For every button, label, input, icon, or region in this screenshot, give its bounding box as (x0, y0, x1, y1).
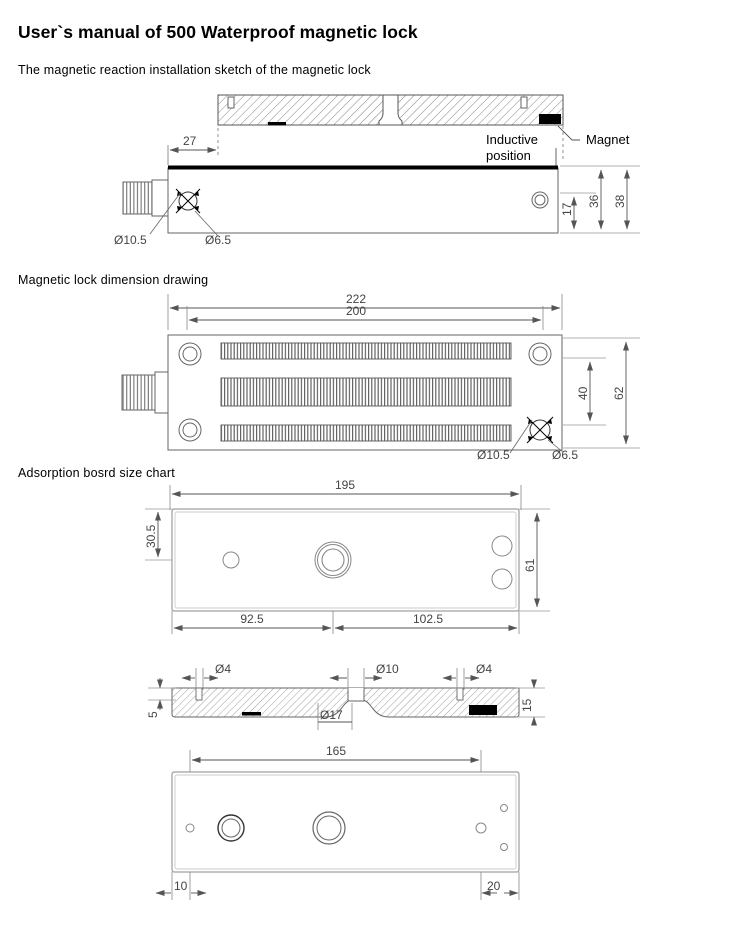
figure-lock-dimension: 222 200 (121, 292, 640, 462)
dim-20: 20 (487, 879, 501, 893)
dim-15-group (516, 679, 545, 726)
dim-27: 27 (183, 134, 197, 148)
section-body (171, 687, 520, 718)
dim-30-5: 30.5 (144, 524, 158, 548)
dim-phi10: Ø10 (376, 662, 399, 676)
hole-callout-leaders (149, 191, 219, 237)
dim-36: 36 (587, 194, 601, 208)
bottom-plate-outline (171, 771, 520, 873)
dim-92-5: 92.5 (240, 612, 264, 626)
dim-5-group (148, 678, 176, 710)
figure-adsorption-bottom-view: 165 (155, 744, 520, 900)
dim-40: 40 (576, 386, 590, 400)
dim-30-5-group (145, 508, 172, 561)
dim-102-5: 102.5 (413, 612, 443, 626)
dim-20-group (480, 872, 520, 900)
magnet-label: Magnet (586, 132, 630, 147)
figure-adsorption-section-view: Ø4 Ø10 Ø4 Ø17 (146, 662, 545, 730)
magnet-block (539, 114, 561, 124)
section-caption-adsorption-board: Adsorption bosrd size chart (18, 466, 175, 480)
hole-callout-leaders (509, 419, 564, 454)
dim-200: 200 (346, 304, 366, 318)
mounting-hole-crossed (175, 188, 201, 214)
dim-hole-small-fig2: Ø6.5 (552, 448, 578, 462)
dim-222-group (167, 294, 563, 330)
inductive-position-label-line1: Inductive (486, 132, 538, 147)
magnet-block (469, 705, 497, 715)
dim-92-5-102-5-group (171, 611, 520, 634)
dim-phi4-left-group (181, 668, 219, 690)
dim-10: 10 (174, 879, 188, 893)
dim-195-group (169, 485, 522, 510)
dim-165: 165 (326, 744, 346, 758)
dim-phi17: Ø17 (320, 708, 343, 722)
dim-phi17-group (317, 703, 353, 730)
dim-62: 62 (612, 386, 626, 400)
dim-phi4-left: Ø4 (215, 662, 231, 676)
adsorption-board-outline (171, 508, 520, 612)
inductive-position-label-line2: position (486, 148, 531, 163)
dim-phi4-right-group (442, 668, 480, 690)
dim-17: 17 (560, 202, 574, 216)
lock-body-side-view (122, 165, 559, 234)
dim-15: 15 (520, 698, 534, 712)
dim-hole-small-fig1: Ø6.5 (205, 233, 231, 247)
vertical-dims-fig1 (560, 126, 640, 234)
lock-body-top-view (121, 334, 563, 451)
door-frame-section (217, 94, 564, 126)
section-caption-lock-dimension: Magnetic lock dimension drawing (18, 273, 209, 287)
figure-adsorption-top-view: 195 30.5 (144, 478, 550, 634)
section-caption-installation-sketch: The magnetic reaction installation sketc… (18, 63, 371, 77)
mounting-hole-crossed (526, 416, 554, 444)
dim-38: 38 (613, 194, 627, 208)
dim-195: 195 (335, 478, 355, 492)
dim-61-group (519, 508, 550, 612)
dim-222: 222 (346, 292, 366, 306)
dim-hole-large-fig2: Ø10.5 (477, 448, 510, 462)
dim-5: 5 (146, 711, 160, 718)
figure-installation-sketch: Magnet Inductive position (114, 94, 640, 247)
dim-200-group (186, 306, 544, 330)
dim-165-group (189, 750, 482, 775)
dim-10-group (155, 872, 207, 900)
dim-61: 61 (523, 558, 537, 572)
vertical-dims-fig2 (563, 337, 640, 449)
dim-phi10-group (329, 668, 383, 690)
page-title: User`s manual of 500 Waterproof magnetic… (18, 22, 418, 42)
dim-hole-large-fig1: Ø10.5 (114, 233, 147, 247)
dim-27-group (167, 128, 219, 165)
magnet-leader (557, 125, 580, 141)
dim-phi4-right: Ø4 (476, 662, 492, 676)
